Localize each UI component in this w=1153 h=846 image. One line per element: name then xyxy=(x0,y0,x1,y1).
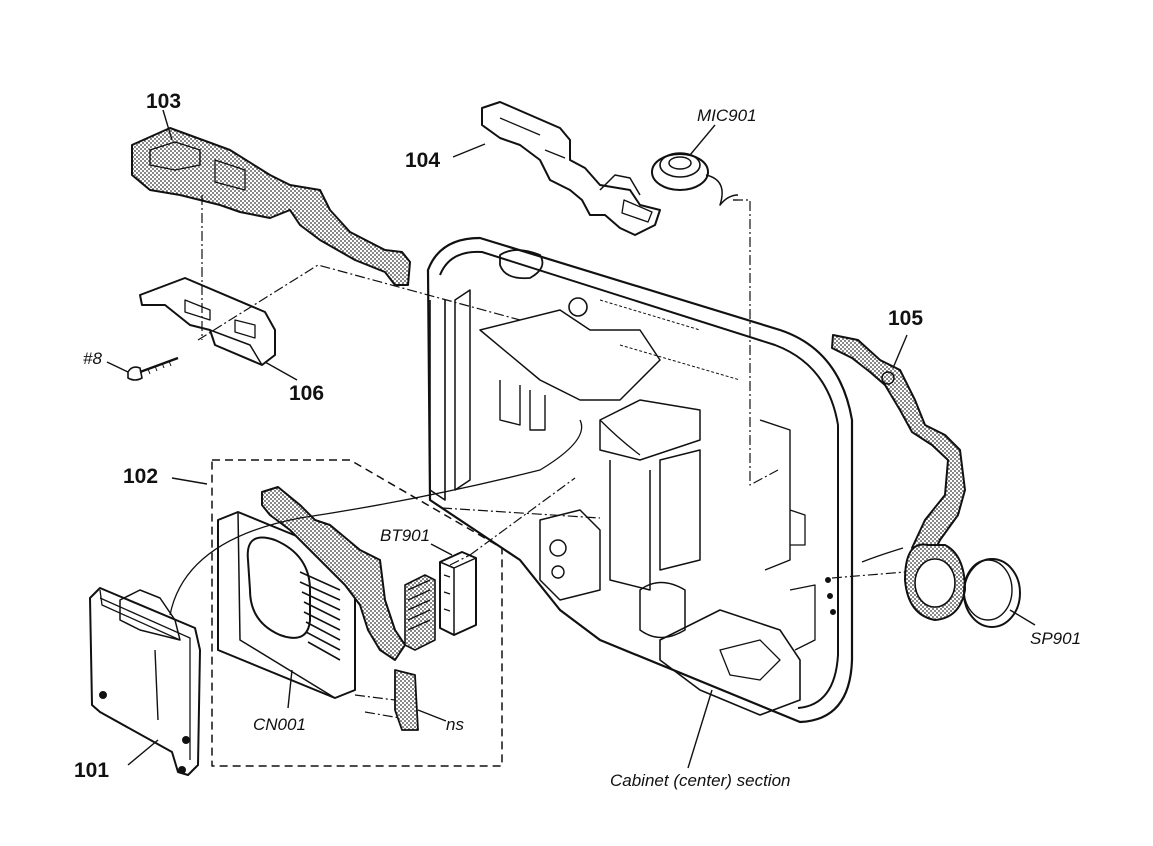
label-cabinet-center-section: Cabinet (center) section xyxy=(610,771,791,790)
sp901-speaker xyxy=(963,558,1021,628)
label-mic901: MIC901 xyxy=(697,106,757,125)
part-104-mic-holder xyxy=(481,101,661,236)
part-103-flex-board xyxy=(131,127,411,286)
leader-lines xyxy=(106,109,1036,769)
label-part-104: 104 xyxy=(405,149,441,172)
cabinet-center-section xyxy=(426,236,854,724)
screw-8 xyxy=(127,356,179,381)
part-102-assembly-box xyxy=(211,459,503,767)
label-part-103: 103 xyxy=(146,90,182,113)
part-105-flex-board xyxy=(831,334,966,621)
label-part-105: 105 xyxy=(888,307,924,330)
cn001-board xyxy=(217,511,356,699)
label-part-106: 106 xyxy=(289,382,325,405)
alignment-lines xyxy=(197,195,906,719)
label-cn001: CN001 xyxy=(253,715,306,734)
bt901-battery xyxy=(439,551,477,636)
label-bt901: BT901 xyxy=(380,526,431,545)
label-ns: ns xyxy=(446,715,464,734)
part-102-flex-cable xyxy=(261,486,436,731)
mic901-microphone xyxy=(651,152,739,206)
label-part-102: 102 xyxy=(123,465,159,488)
part-101-plate xyxy=(89,587,201,776)
label-part-101: 101 xyxy=(74,759,110,782)
label-screw-8: #8 xyxy=(83,349,102,368)
label-sp901: SP901 xyxy=(1030,629,1082,648)
connecting-wires xyxy=(169,419,904,616)
part-106-bracket xyxy=(139,277,276,366)
